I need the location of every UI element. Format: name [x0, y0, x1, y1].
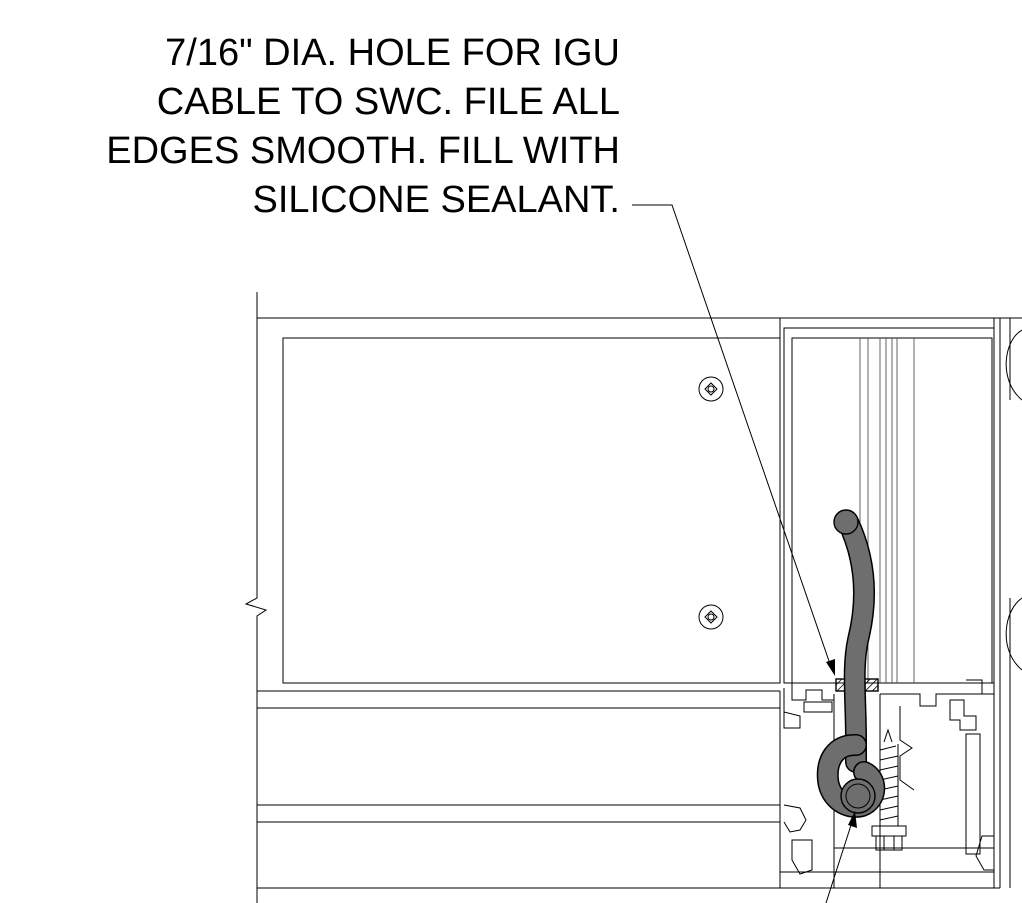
igu-cable [816, 509, 886, 818]
callout-line-2: CABLE TO SWC. FILE ALL [157, 81, 620, 123]
callout-line-1: 7/16" DIA. HOLE FOR IGU [165, 32, 620, 74]
frame-outline [257, 317, 1022, 889]
screw-boss-upper [698, 376, 724, 402]
glass-edge [1005, 318, 1022, 888]
cable-leader [825, 811, 857, 903]
callout-line-4: SILICONE SEALANT. [253, 179, 620, 221]
screw-boss-lower [698, 604, 724, 630]
break-line [244, 292, 268, 903]
anchor-screw [871, 728, 907, 851]
hole-leader [632, 204, 835, 676]
callout-note: 7/16" DIA. HOLE FOR IGU CABLE TO SWC. FI… [106, 32, 620, 221]
sill-profile [780, 679, 995, 888]
callout-line-3: EDGES SMOOTH. FILL WITH [106, 130, 620, 172]
glazing-pocket [783, 318, 1001, 888]
